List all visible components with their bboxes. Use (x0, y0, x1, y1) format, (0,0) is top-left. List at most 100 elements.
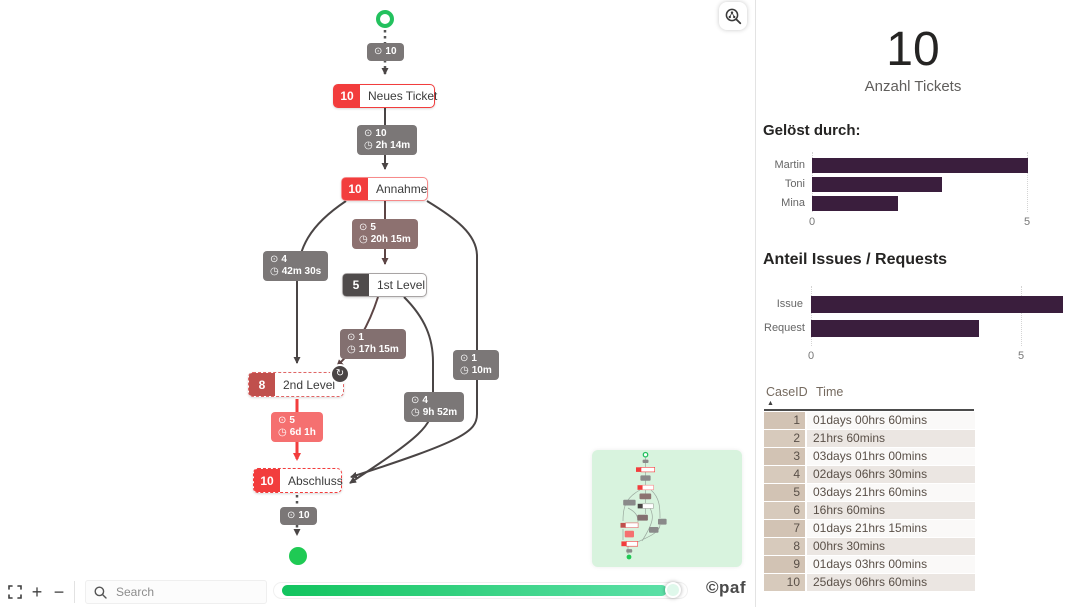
bar-request[interactable] (811, 320, 979, 337)
zoom-in-button[interactable]: + (31, 581, 43, 602)
slider-handle[interactable] (665, 582, 681, 598)
toolbar-divider (74, 581, 75, 603)
zoom-out-button[interactable]: − (53, 581, 65, 602)
bar-chart-geloest-durch: Martin Toni Mina 0 5 (764, 150, 1056, 232)
bar-mina[interactable] (812, 196, 899, 211)
activity-node-1st-level[interactable]: 5 1st Level (342, 273, 427, 297)
node-count-badge: 10 (254, 469, 280, 492)
case-count-icon: ⊙ (278, 415, 287, 426)
node-label: Annahme (376, 182, 428, 196)
chart-title-anteil-issues-requests: Anteil Issues / Requests (763, 251, 948, 268)
right-panel: 10 Anzahl Tickets Gelöst durch: Martin T… (755, 0, 1070, 607)
table-header: CaseID Time ▲ (764, 385, 976, 411)
clock-icon: ◷ (270, 266, 279, 277)
case-count-icon: ⊙ (460, 353, 469, 364)
activity-node-annahme[interactable]: 10 Annahme (341, 177, 428, 201)
category-label: Toni (784, 178, 805, 190)
clock-icon: ◷ (411, 407, 420, 418)
category-label: Issue (776, 298, 803, 310)
clock-icon: ◷ (278, 427, 287, 438)
fit-to-screen-icon (8, 585, 22, 599)
edge-stats-badge: ⊙4 ◷9h 52m (404, 392, 465, 422)
x-tick: 0 (809, 216, 816, 228)
node-count-badge: 10 (342, 178, 368, 200)
edge-stats-badge: ⊙1 ◷17h 15m (340, 329, 406, 359)
column-header-time[interactable]: Time (816, 385, 844, 399)
bar-issue[interactable] (811, 296, 1063, 313)
fit-to-screen-button[interactable] (4, 580, 26, 604)
search-icon (94, 586, 107, 599)
activity-node-abschluss[interactable]: 10 Abschluss (253, 468, 343, 493)
self-loop-icon: ↻ (330, 364, 350, 384)
process-explorer-button[interactable] (719, 2, 747, 30)
edge-stats-badge: ⊙4 ◷42m 30s (263, 251, 329, 281)
process-start-node[interactable] (376, 10, 394, 28)
case-count-icon: ⊙ (364, 128, 373, 139)
gridline (811, 286, 812, 346)
node-count-badge: 10 (334, 85, 360, 107)
path-slider[interactable] (273, 582, 688, 599)
category-label: Mina (781, 197, 805, 209)
x-tick: 5 (1024, 216, 1031, 228)
bar-martin[interactable] (812, 158, 1028, 173)
kpi-label: Anzahl Tickets (864, 78, 962, 95)
bar-toni[interactable] (812, 177, 942, 192)
case-count-icon: ⊙ (287, 510, 296, 521)
kpi-value: 10 (886, 23, 940, 76)
category-label: Request (764, 322, 805, 334)
activity-node-neues-ticket[interactable]: 10 Neues Ticket (333, 84, 437, 108)
clock-icon: ◷ (460, 365, 469, 376)
category-label: Martin (774, 159, 805, 171)
plot-area (812, 150, 1028, 214)
case-count-icon: ⊙ (374, 46, 383, 57)
gridline (1021, 286, 1022, 346)
edge-stats-badge: ⊙10 (367, 43, 404, 61)
edge-stats-badge: ⊙10 (280, 507, 317, 525)
edge-stats-badge: ⊙5 ◷20h 15m (352, 219, 418, 249)
minimap[interactable] (592, 450, 742, 567)
clock-icon: ◷ (359, 234, 368, 245)
edge-stats-badge: ⊙10 ◷2h 14m (357, 125, 418, 155)
table-header-divider (764, 409, 974, 411)
case-count-icon: ⊙ (270, 254, 279, 265)
process-flow-canvas[interactable]: 10 Neues Ticket 10 Annahme 5 1st Level 8… (0, 0, 755, 607)
bar-chart-issues-requests: Issue Request 0 5 (764, 280, 1065, 366)
case-count-icon: ⊙ (347, 332, 356, 343)
column-header-caseid[interactable]: CaseID (766, 385, 808, 399)
edge-stats-badge: ⊙5 ◷6d 1h (271, 412, 323, 442)
minimap-graph (620, 451, 667, 560)
node-label: 1st Level (377, 278, 426, 292)
node-label: 2nd Level (283, 377, 336, 392)
case-count-icon: ⊙ (411, 395, 420, 406)
search-input[interactable] (114, 584, 258, 600)
x-tick: 5 (1018, 350, 1025, 362)
chart-title-geloest-durch: Gelöst durch: (763, 122, 861, 139)
node-label: Neues Ticket (368, 89, 438, 103)
activity-node-2nd-level[interactable]: 8 2nd Level ↻ (248, 364, 350, 397)
slider-fill (282, 585, 667, 596)
sort-ascending-icon: ▲ (767, 400, 774, 407)
plot-area (811, 280, 1065, 348)
kpi-card: 10 Anzahl Tickets (756, 23, 1070, 96)
process-magnifier-icon (725, 8, 741, 24)
clock-icon: ◷ (347, 344, 356, 355)
bottom-toolbar: + − (0, 577, 755, 607)
case-count-icon: ⊙ (359, 222, 368, 233)
node-count-badge: 8 (249, 373, 275, 396)
paf-logo: ©paf (706, 578, 747, 597)
search-box[interactable] (85, 580, 267, 604)
node-count-badge: 5 (343, 274, 369, 296)
process-end-node[interactable] (289, 547, 307, 565)
